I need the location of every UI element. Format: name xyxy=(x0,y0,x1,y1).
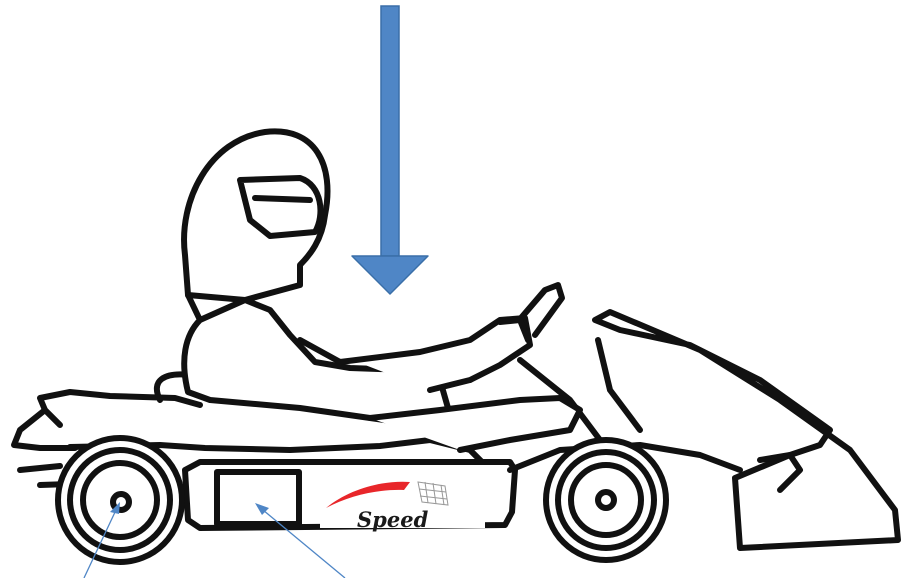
helmet-visor-line xyxy=(255,198,310,200)
rear-bumper xyxy=(40,392,200,425)
side-box xyxy=(217,472,299,524)
speed-logo: Speed xyxy=(320,470,485,532)
arrow-head xyxy=(352,256,428,294)
rear-wheel xyxy=(58,438,182,562)
rear-tail xyxy=(14,410,75,448)
front-nose-inner xyxy=(598,340,640,430)
front-wheel xyxy=(546,440,666,560)
rear-lower-bar xyxy=(20,466,60,470)
arrow-shaft xyxy=(381,6,399,256)
logo-text: Speed xyxy=(357,507,429,532)
down-arrow-icon xyxy=(352,6,428,294)
